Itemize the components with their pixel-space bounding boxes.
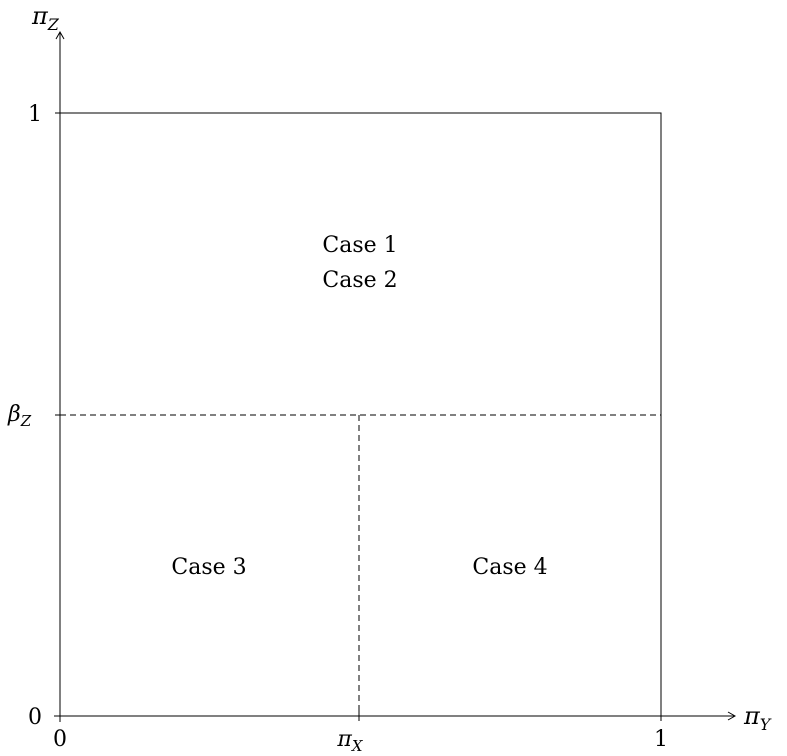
y-axis-label: πZ	[31, 2, 60, 34]
region-label-case-4: Case 4	[472, 555, 547, 580]
x-tick-label-pi-x: πX	[336, 727, 363, 755]
y-tick-label-0: 0	[28, 705, 42, 730]
x-tick-label-0: 0	[53, 727, 67, 752]
region-label-case-2: Case 2	[322, 268, 397, 293]
region-label-case-3: Case 3	[171, 555, 246, 580]
y-tick-label-1: 1	[28, 102, 42, 127]
unit-square-boundary	[60, 112, 662, 716]
x-tick-label-1: 1	[654, 727, 668, 752]
x-axis-label: πY	[743, 702, 772, 734]
region-label-case-1: Case 1	[322, 233, 397, 258]
y-tick-label-beta-z: βZ	[7, 402, 32, 430]
